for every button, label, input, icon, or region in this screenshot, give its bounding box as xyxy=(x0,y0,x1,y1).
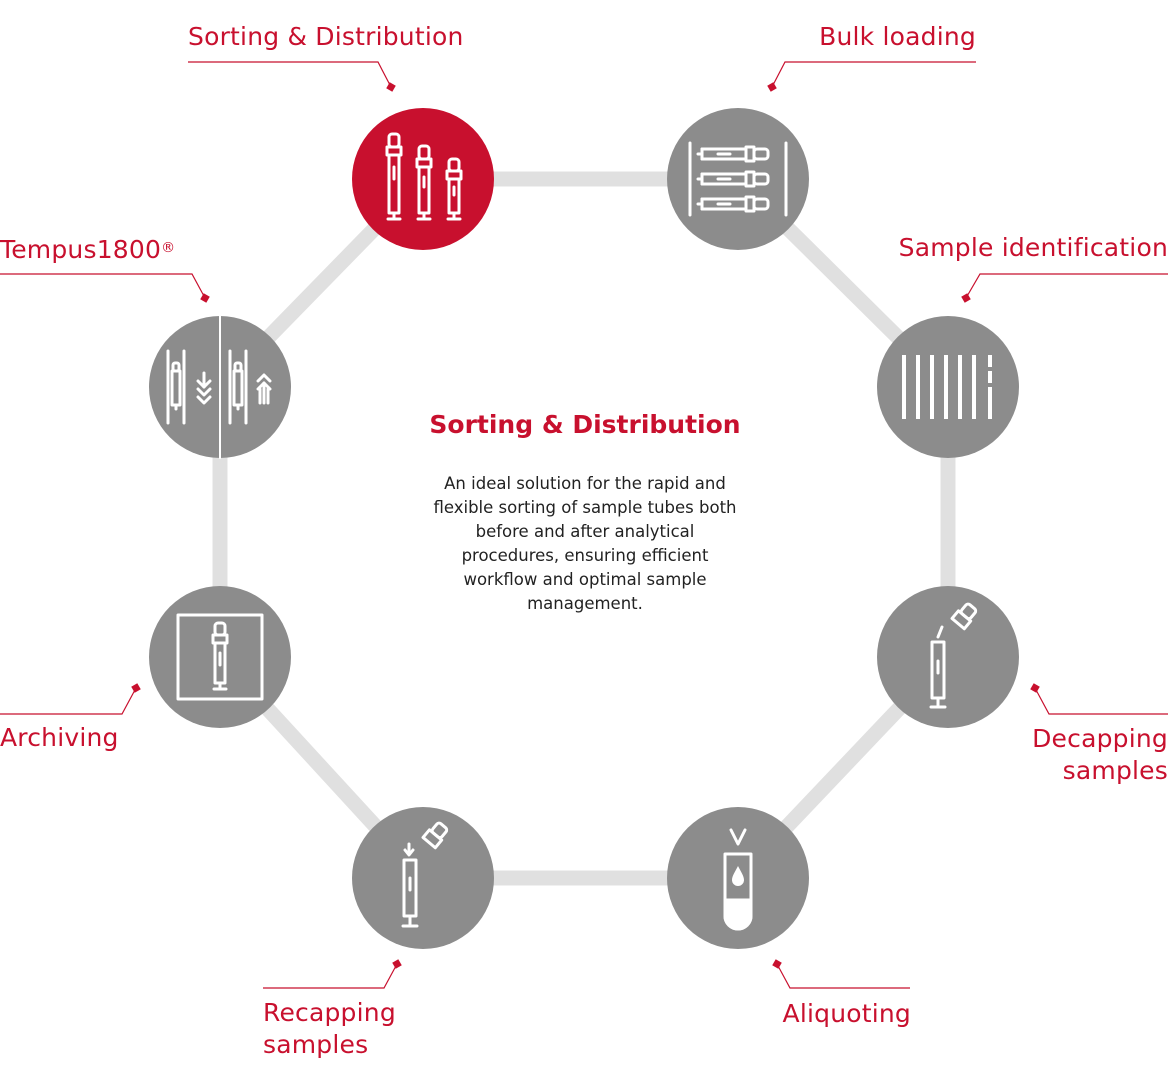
node-sorting[interactable] xyxy=(352,108,494,250)
leader-sorting xyxy=(188,61,392,88)
recap-tube-icon xyxy=(401,821,449,928)
decap-tube-icon xyxy=(929,602,978,709)
leader-markers xyxy=(131,82,1040,969)
node-tempus[interactable] xyxy=(149,315,291,459)
label-decapping[interactable]: Decapping samples xyxy=(1032,723,1168,787)
marker-archiving xyxy=(131,683,141,693)
barcode-icon xyxy=(902,355,992,419)
leader-recapping xyxy=(263,963,398,989)
three-tubes-icon xyxy=(385,132,463,221)
label-decapping-line1: Decapping xyxy=(1032,724,1168,753)
tube-transfer-icon xyxy=(166,315,272,459)
leader-bulk xyxy=(771,61,976,88)
node-bulk[interactable] xyxy=(667,108,809,250)
label-tempus-text: Tempus1800 xyxy=(0,235,162,264)
node-identification[interactable] xyxy=(877,316,1019,458)
marker-decapping xyxy=(1030,683,1040,693)
marker-identification xyxy=(961,293,971,303)
label-bulk[interactable]: Bulk loading xyxy=(819,22,976,51)
center-title: Sorting & Distribution xyxy=(429,410,741,439)
node-archiving[interactable] xyxy=(149,586,291,728)
label-identification[interactable]: Sample identification xyxy=(898,233,1168,262)
node-decapping[interactable] xyxy=(877,586,1019,728)
leader-aliquoting xyxy=(776,963,910,989)
marker-sorting xyxy=(386,82,396,92)
label-decapping-line2: samples xyxy=(1062,756,1168,785)
marker-bulk xyxy=(767,82,777,92)
node-aliquoting[interactable] xyxy=(667,807,809,949)
marker-recapping xyxy=(392,959,402,969)
label-sorting[interactable]: Sorting & Distribution xyxy=(188,22,464,51)
leader-decapping xyxy=(1034,687,1168,715)
leader-identification xyxy=(965,273,1168,299)
leader-tempus xyxy=(0,273,206,299)
archive-tube-icon xyxy=(176,613,264,701)
label-tempus[interactable]: Tempus1800® xyxy=(0,234,175,266)
leader-archiving xyxy=(0,687,137,715)
label-recapping-line2: samples xyxy=(263,1030,369,1059)
node-circle[interactable] xyxy=(667,108,809,250)
center-description: An ideal solution for the rapid and flex… xyxy=(433,474,737,613)
label-aliquoting[interactable]: Aliquoting xyxy=(782,999,911,1028)
label-archiving[interactable]: Archiving xyxy=(0,723,119,752)
marker-tempus xyxy=(200,293,210,303)
nodes xyxy=(149,108,1019,949)
leader-lines xyxy=(0,61,1168,989)
node-circle[interactable] xyxy=(352,807,494,949)
node-circle[interactable] xyxy=(877,586,1019,728)
node-recapping[interactable] xyxy=(352,807,494,949)
aliquot-tube-icon xyxy=(723,828,753,931)
tube-rack-icon xyxy=(688,141,788,217)
marker-aliquoting xyxy=(772,959,782,969)
label-recapping-line1: Recapping xyxy=(263,998,396,1027)
registered-mark: ® xyxy=(161,240,176,256)
label-recapping[interactable]: Recapping samples xyxy=(263,997,396,1061)
